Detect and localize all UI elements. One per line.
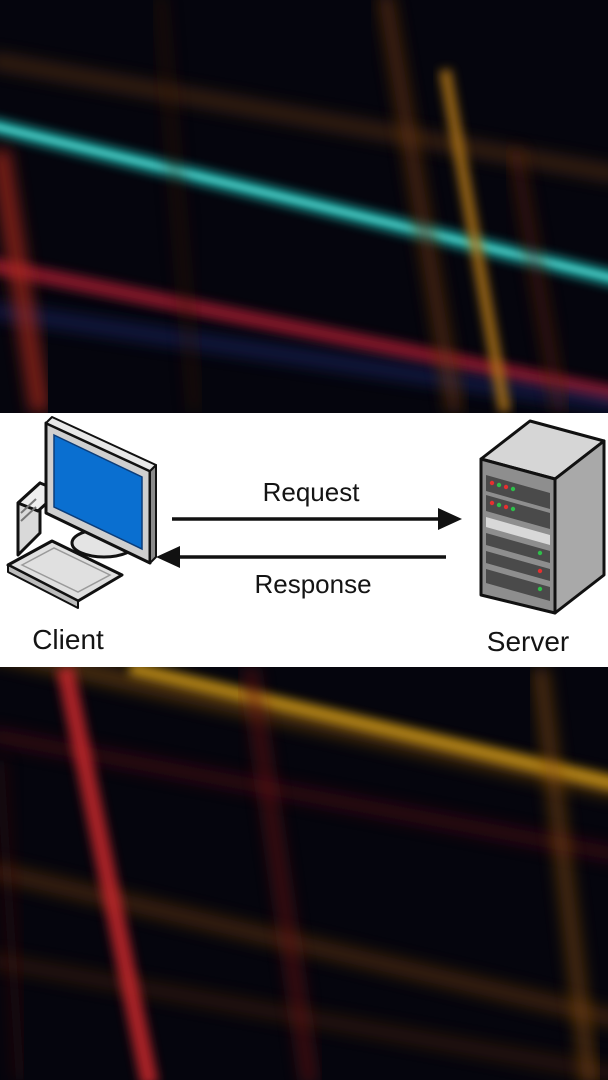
client-server-diagram: Request Response xyxy=(0,413,608,667)
server-label: Server xyxy=(487,626,569,657)
client-label: Client xyxy=(32,624,104,655)
lower-streaks xyxy=(0,643,608,1080)
request-label: Request xyxy=(263,477,361,507)
upper-streaks xyxy=(0,0,608,414)
client-computer-icon xyxy=(6,416,157,609)
server-icon xyxy=(479,419,606,615)
response-arrow xyxy=(156,546,446,568)
response-label: Response xyxy=(254,569,371,599)
request-arrow xyxy=(172,508,462,530)
